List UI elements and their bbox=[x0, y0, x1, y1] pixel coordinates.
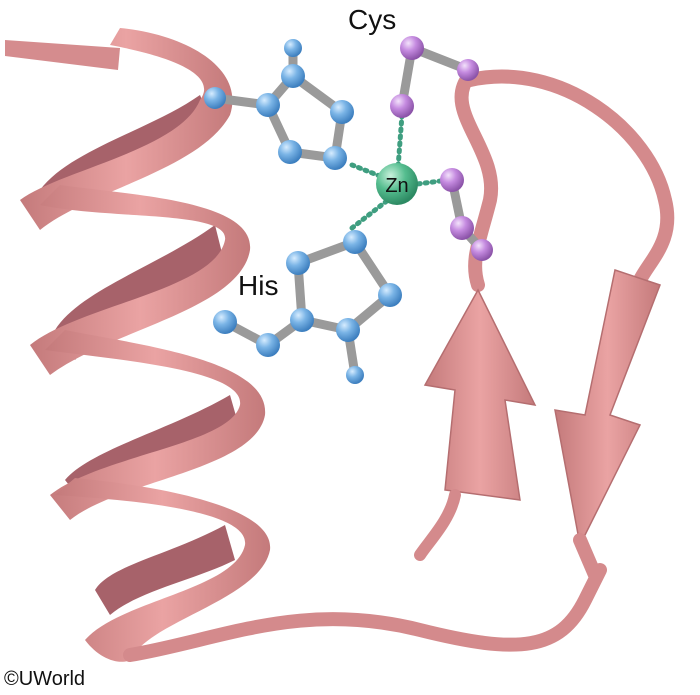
his-residue-bottom bbox=[213, 230, 402, 384]
coordination-bond bbox=[349, 197, 391, 231]
helix-back-segment bbox=[95, 525, 235, 615]
cys-atom bbox=[440, 168, 464, 192]
his-atom bbox=[336, 318, 360, 342]
cys-residue-top bbox=[390, 36, 479, 118]
his-label: His bbox=[238, 270, 279, 301]
cys-atom bbox=[450, 216, 474, 240]
alpha-helix bbox=[5, 28, 271, 662]
his-atom bbox=[290, 308, 314, 332]
his-atom bbox=[330, 100, 354, 124]
his-atom bbox=[346, 366, 364, 384]
cys-label: Cys bbox=[348, 4, 397, 35]
beta-strand-up bbox=[414, 68, 537, 561]
cys-residue-bottom bbox=[440, 168, 493, 261]
helix-n-terminus bbox=[5, 40, 120, 70]
copyright-text: ©UWorld bbox=[4, 668, 86, 690]
cys-atom bbox=[471, 239, 493, 261]
coordination-bond bbox=[395, 112, 405, 171]
cys-atom bbox=[390, 94, 414, 118]
his-atom bbox=[204, 87, 226, 109]
his-atom bbox=[286, 251, 310, 275]
his-atom bbox=[256, 333, 280, 357]
helix-front-segment bbox=[20, 28, 233, 230]
his-atom bbox=[323, 146, 347, 170]
his-atom bbox=[343, 230, 367, 254]
c-terminal-loop bbox=[123, 563, 607, 662]
zinc-ion bbox=[376, 163, 418, 205]
his-atom bbox=[256, 93, 280, 117]
cys-atom bbox=[457, 59, 479, 81]
helix-front-segment bbox=[55, 478, 271, 662]
helix-front-segment bbox=[30, 185, 251, 375]
his-residue-top bbox=[204, 39, 354, 170]
his-atom bbox=[213, 310, 237, 334]
his-atom bbox=[281, 64, 305, 88]
his-atom bbox=[278, 140, 302, 164]
zinc-label: Zn bbox=[385, 175, 408, 197]
beta-strand-down bbox=[463, 69, 675, 582]
cys-atom bbox=[400, 36, 424, 60]
his-atom bbox=[284, 39, 302, 57]
helix-front-segment bbox=[45, 330, 266, 520]
his-atom bbox=[378, 283, 402, 307]
